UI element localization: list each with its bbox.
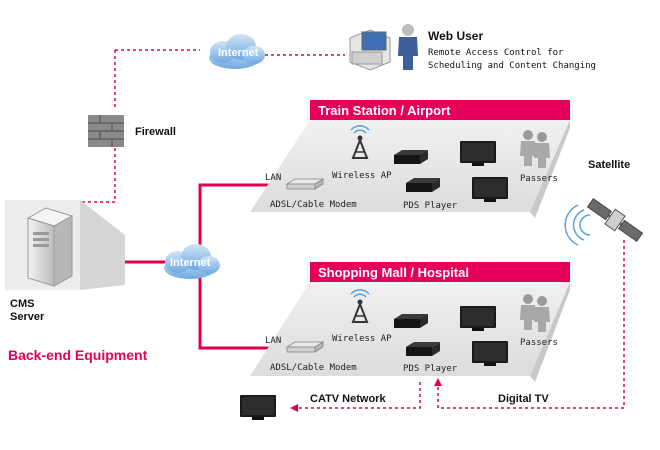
link-internet-mall-lan (198, 275, 290, 350)
catv-label: CATV Network (310, 393, 386, 405)
wireless-ap-label: Wireless AP (332, 334, 392, 344)
satellite-icon (586, 198, 644, 242)
passers-label: Passers (520, 174, 558, 184)
tv-icon (472, 177, 508, 202)
link-internet-firewall (114, 49, 200, 110)
internet-cloud-top: Internet (209, 34, 265, 69)
site-platform-side (530, 120, 570, 218)
firewall-label: Firewall (135, 126, 176, 138)
media-player-icon (394, 150, 428, 164)
tv-icon (460, 141, 496, 166)
link-internet-train-lan (198, 183, 290, 250)
digital-tv-arrow (434, 378, 442, 386)
cms-server-label-2: Server (10, 311, 45, 323)
modem-label: ADSL/Cable Modem (270, 363, 357, 373)
server-icon (26, 207, 74, 287)
tv-icon (472, 341, 508, 366)
wireless-ap-label: Wireless AP (332, 171, 392, 181)
web-user-computer (349, 24, 418, 71)
backend-equipment-label: Back-end Equipment (8, 347, 148, 363)
modem-icon (286, 178, 324, 190)
internet-top-label: Internet (218, 47, 259, 59)
modem-label: ADSL/Cable Modem (270, 200, 357, 210)
link-firewall-cms (82, 148, 116, 203)
lan-label: LAN (265, 336, 281, 346)
site-train-station: Train Station / Airport LAN ADSL/Cable M… (250, 100, 570, 218)
internet-cloud-mid: Internet (164, 244, 220, 279)
site-title: Train Station / Airport (318, 103, 451, 118)
lan-label: LAN (265, 173, 281, 183)
web-user-desc-1: Remote Access Control for (428, 48, 564, 58)
link-player-catv (290, 382, 421, 409)
modem-icon (286, 341, 324, 353)
satellite-label: Satellite (588, 159, 630, 171)
person-icon (398, 24, 418, 70)
web-user-desc-2: Scheduling and Content Changing (428, 61, 596, 71)
catv-arrow (290, 404, 298, 412)
media-player-icon (406, 342, 440, 356)
pds-player-label: PDS Player (403, 201, 458, 211)
site-title-bar (310, 262, 570, 282)
tv-icon (460, 306, 496, 331)
internet-mid-label: Internet (170, 257, 211, 269)
firewall-icon (88, 115, 124, 147)
web-user-title: Web User (428, 29, 483, 43)
site-title-bar (310, 100, 570, 120)
site-platform-top (250, 120, 570, 212)
digital-tv-label: Digital TV (498, 393, 549, 405)
pds-player-label: PDS Player (403, 364, 458, 374)
site-shopping-mall: Shopping Mall / Hospital LAN ADSL/Cable … (250, 262, 570, 382)
media-player-icon (406, 178, 440, 192)
satellite-signal (564, 204, 591, 246)
site-platform-top (250, 282, 570, 376)
link-satellite-digital-tv (437, 240, 625, 409)
cms-server-label-1: CMS (10, 298, 34, 310)
site-title: Shopping Mall / Hospital (318, 265, 469, 280)
passers-label: Passers (520, 338, 558, 348)
computer-icon (349, 29, 391, 71)
media-player-icon (394, 314, 428, 328)
site-platform-side (530, 282, 570, 382)
tv-icon (240, 395, 276, 420)
